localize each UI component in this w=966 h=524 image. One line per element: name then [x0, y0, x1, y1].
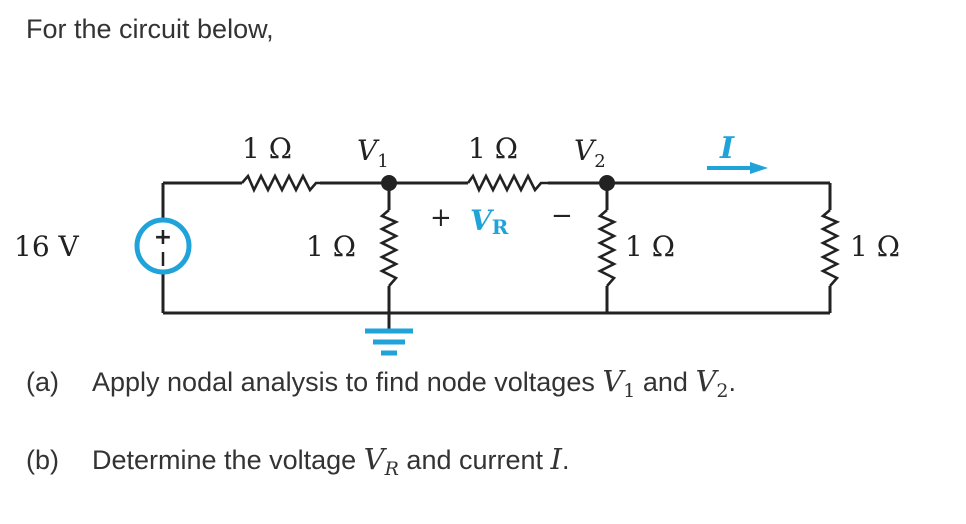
source-polarity: +	[154, 225, 172, 250]
question-a-and: and	[635, 367, 696, 397]
question-b-text: Determine the voltage	[92, 445, 364, 475]
node1-label: V1	[357, 134, 389, 172]
question-b: (b)Determine the voltage VR and current …	[26, 442, 570, 480]
intro-text: For the circuit below,	[26, 14, 274, 44]
question-a-v1: V	[602, 364, 624, 398]
question-b-vr-sub: R	[384, 458, 399, 480]
resistor-v2-ground	[597, 209, 618, 287]
question-b-marker: (b)	[26, 445, 59, 475]
vr-minus: −	[551, 201, 573, 231]
voltage-source-icon	[134, 217, 192, 275]
wires	[161, 181, 832, 330]
question-b-and: and current	[398, 445, 551, 475]
current-arrow-icon	[707, 162, 768, 174]
vr-label: VR	[470, 204, 509, 239]
source-label: 16 V	[14, 230, 80, 263]
question-a-v2: V	[695, 364, 717, 398]
resistor-v1-ground	[379, 209, 400, 287]
vr-plus: +	[430, 203, 452, 233]
question-b-current: I	[550, 442, 562, 476]
question-a-period: .	[728, 367, 737, 397]
node-v2-dot	[599, 175, 615, 191]
label-r-right: 1 Ω	[850, 230, 900, 263]
current-label: I	[719, 131, 735, 166]
question-a-marker: (a)	[26, 367, 59, 397]
question-a-v2-sub: 2	[716, 380, 729, 402]
question-a: (a) Apply nodal analysis to find node vol…	[26, 364, 737, 402]
label-r-middle: 1 Ω	[468, 132, 518, 165]
label-r-top-left: 1 Ω	[242, 132, 292, 165]
label-r-v2-ground: 1 Ω	[625, 230, 675, 263]
question-b-period: .	[561, 445, 570, 475]
question-a-v1-sub: 1	[623, 380, 636, 402]
resistor-right	[820, 209, 841, 287]
question-a-text: Apply nodal analysis to find node voltag…	[92, 367, 603, 397]
resistors	[241, 173, 841, 287]
node-v1-dot	[381, 175, 397, 191]
ground-icon	[365, 328, 413, 356]
resistor-middle	[466, 173, 548, 194]
question-b-vr: V	[363, 442, 385, 476]
label-r-v1-ground: 1 Ω	[306, 230, 356, 263]
resistor-top-left	[241, 173, 320, 194]
node2-label: V2	[574, 134, 606, 172]
